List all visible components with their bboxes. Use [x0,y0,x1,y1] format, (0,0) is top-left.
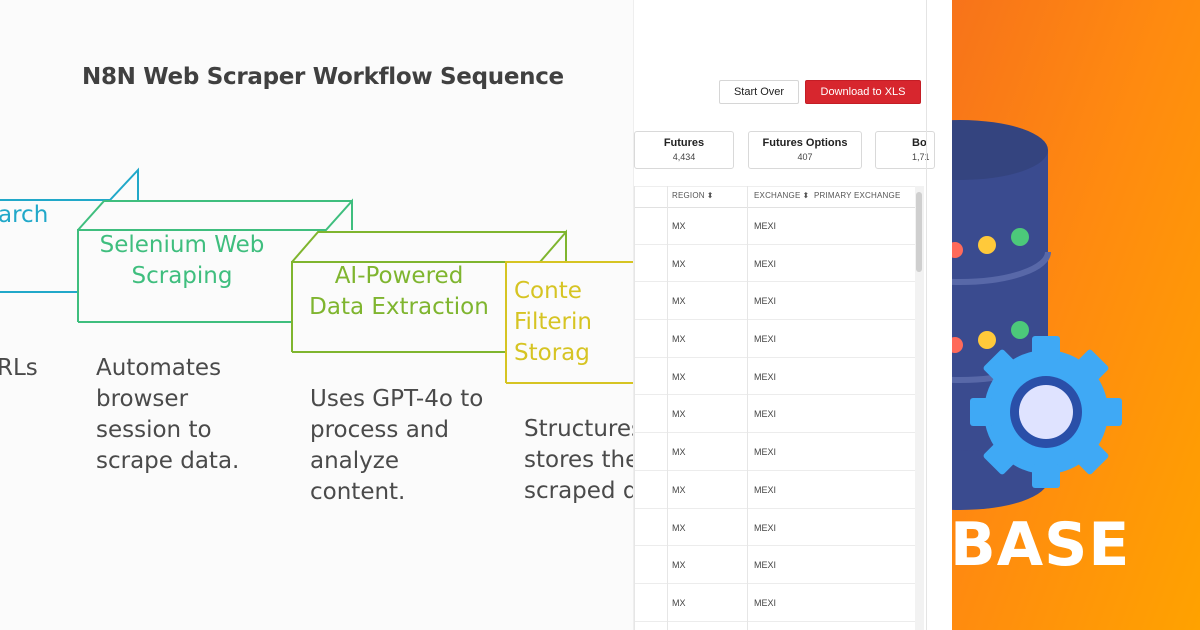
region-cell: MX [672,409,686,420]
table-row[interactable]: MX MEXI [634,358,924,396]
exchange-cell: MEXI [754,334,777,345]
table-row[interactable]: MX MEXI [634,282,924,321]
download-xls-button[interactable]: Download to XLS [805,80,921,104]
exchange-cell: MEXI [754,221,777,231]
card-value: 4,434 [672,152,696,162]
table-row[interactable]: MX MEXI [634,245,924,283]
start-over-button[interactable]: Start Over [719,80,799,104]
bonds-card[interactable]: Bo 1,71 [875,131,935,169]
table-row[interactable]: MX MEXI [634,395,924,434]
exchange-cell: MEXI [754,447,777,458]
column-divider [747,186,748,630]
card-value: 407 [797,152,813,162]
diagram-title: N8N Web Scraper Workflow Sequence [82,64,564,90]
region-cell: MX [672,447,686,458]
exchange-column-header[interactable]: EXCHANGE⬍ [754,191,809,200]
step-shape-ai [291,229,567,353]
primary-exchange-header-label: PRIMARY EXCHANGE [814,191,901,200]
region-cell: MX [672,522,686,533]
region-cell: MX [672,597,686,608]
workflow-diagram-panel: N8N Web Scraper Workflow Sequence arch [0,64,633,505]
database-banner: BASE [952,0,1200,630]
step-desc-search: RLs [0,355,38,381]
step-shape-selenium [77,198,353,323]
data-table-panel: Start Over Download to XLS Futures 4,434… [633,0,953,630]
step-title-selenium: Selenium Web Scraping [99,232,265,289]
step-desc-selenium: Automates browser session to scrape data… [96,355,240,474]
step-title-content: Conte Filterin Storag [514,278,592,366]
futures-card[interactable]: Futures 4,434 [634,131,734,169]
exchange-cell: MEXI [754,560,777,571]
table-scrollbar[interactable] [915,186,924,630]
region-cell: MX [672,560,686,571]
table-row[interactable]: MX MEXI [634,584,924,622]
exchange-cell: MEXI [754,296,777,307]
exchange-cell: MEXI [754,522,777,533]
futures-options-card[interactable]: Futures Options 407 [748,131,862,169]
region-cell: MX [672,296,686,307]
exchange-cell: MEXI [754,371,777,382]
panel-divider [926,0,927,630]
region-cell: MX [672,334,686,345]
region-cell: MX [672,484,686,495]
scrollbar-thumb[interactable] [916,192,922,272]
sort-icon[interactable]: ⬍ [802,191,810,200]
region-cell: MX [672,221,686,231]
step-title-ai: AI-Powered Data Extraction [309,263,489,320]
region-column-header[interactable]: REGION⬍ [672,191,714,200]
region-cell: MX [672,258,686,269]
table-body: MX MEXI MX MEXI MX MEXI MX MEXI MX MEXI MX MEXI MX ME… [634,207,924,630]
column-divider [667,186,668,630]
exchange-cell: MEXI [754,409,777,420]
exchange-cell: MEXI [754,484,777,495]
exchange-header-label: EXCHANGE [754,191,801,200]
workflow-arrows [0,167,633,384]
exchange-cell: MEXI [754,597,777,608]
step-shape-content [505,261,633,384]
banner-word: BASE [952,510,1131,580]
region-header-label: REGION [672,191,705,200]
step-shape-search [0,167,139,293]
step-title-search: arch [0,202,49,228]
card-value: 1,71 [912,152,930,162]
card-label: Futures Options [762,137,848,149]
table-row[interactable]: MX MEXI [634,471,924,509]
primary-exchange-column-header[interactable]: PRIMARY EXCHANGE [814,191,900,200]
step-desc-content: Structures stores the scraped d [524,416,633,504]
column-divider [634,186,635,630]
region-cell: MX [672,371,686,382]
table-row[interactable]: MX MEXI [634,320,924,358]
table-row[interactable]: MX MEXI [634,433,924,471]
sort-icon[interactable]: ⬍ [706,191,714,200]
table-row[interactable]: MX MEXI [634,207,924,245]
card-label: Futures [663,137,705,149]
exchange-cell: MEXI [754,258,777,269]
table-header: REGION⬍ EXCHANGE⬍ PRIMARY EXCHANGE [634,186,924,208]
table-row[interactable]: MX MEXI [634,546,924,584]
gear-icon [970,336,1122,488]
table-row[interactable]: MX MEXI [634,509,924,547]
step-desc-ai: Uses GPT-4o to process and analyze conte… [310,386,484,505]
card-label: Bo [912,137,927,149]
